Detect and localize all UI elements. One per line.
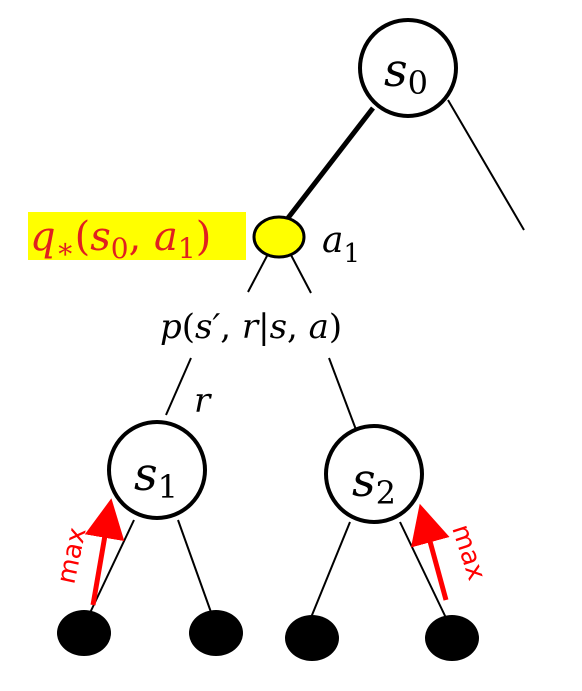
state-label-s2: s2 [352, 453, 396, 512]
state-label-s1: s1 [134, 447, 178, 506]
state-label-s0: s0 [384, 43, 428, 102]
leaf-node-2 [189, 610, 243, 656]
max-label-right: max [445, 521, 491, 584]
edge-s1-to-leaf2 [177, 519, 213, 616]
state-node-s0 [358, 18, 458, 118]
leaf-node-1 [57, 610, 111, 656]
edge-to-s1 [165, 357, 192, 416]
state-node-s2 [324, 424, 424, 524]
state-node-s1 [107, 420, 207, 520]
action-label-a1: a1 [322, 220, 360, 269]
edge-action-to-transition-left [247, 253, 269, 293]
edge-s2-to-leaf4 [399, 521, 448, 621]
action-node-a1 [252, 215, 306, 259]
max-arrow-right [410, 503, 450, 601]
edge-action-to-transition-right [290, 254, 312, 294]
q-value-label: q∗(s0, a1) [30, 214, 211, 265]
edge-root-to-right [447, 99, 525, 231]
q-value-highlight [28, 212, 246, 260]
reward-label: r [194, 381, 212, 421]
max-arrow-left [84, 498, 125, 606]
max-label-left: max [52, 525, 93, 587]
edge-to-s2 [328, 357, 359, 436]
leaf-node-3 [285, 615, 339, 661]
transition-probability-label: p(s′, r|s, a) [160, 307, 342, 347]
leaf-node-4 [425, 615, 479, 661]
edge-root-to-action [286, 106, 375, 220]
edge-s2-to-leaf3 [309, 521, 351, 621]
